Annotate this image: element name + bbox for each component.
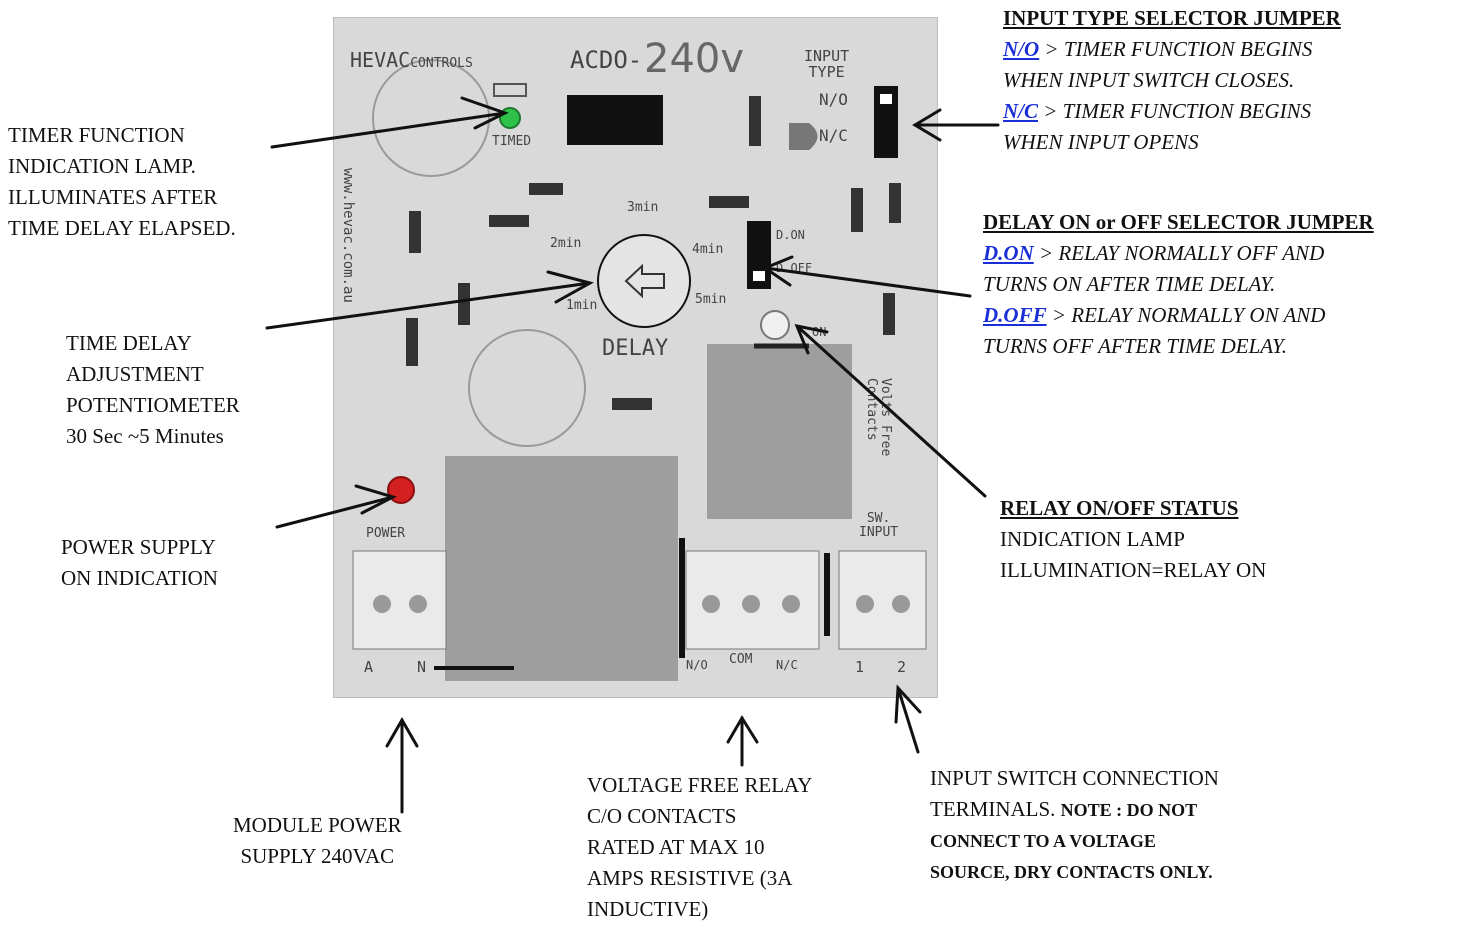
callout-potentiometer: TIME DELAY ADJUSTMENT POTENTIOMETER 30 S… (66, 328, 240, 452)
callout-power-supply: POWER SUPPLY ON INDICATION (61, 532, 218, 594)
callout-input-type: INPUT TYPE SELECTOR JUMPER N/O > TIMER F… (1003, 3, 1341, 158)
callout-relay-status: RELAY ON/OFF STATUS INDICATION LAMP ILLU… (1000, 493, 1266, 586)
arrow-relay-status (797, 326, 985, 496)
callout-timer-lamp: TIMER FUNCTION INDICATION LAMP. ILLUMINA… (8, 120, 236, 244)
callout-input-terminals: INPUT SWITCH CONNECTION TERMINALS. NOTE … (930, 763, 1219, 888)
arrow-delay-selector (765, 268, 970, 296)
callout-relay-contacts: VOLTAGE FREE RELAY C/O CONTACTS RATED AT… (587, 770, 812, 925)
callout-module-power: MODULE POWER SUPPLY 240VAC (233, 810, 402, 872)
arrow-timer-lamp (272, 113, 505, 147)
arrow-power-led (277, 497, 393, 527)
arrow-potentiometer (267, 283, 590, 328)
callout-delay-selector: DELAY ON or OFF SELECTOR JUMPER D.ON > R… (983, 207, 1374, 362)
